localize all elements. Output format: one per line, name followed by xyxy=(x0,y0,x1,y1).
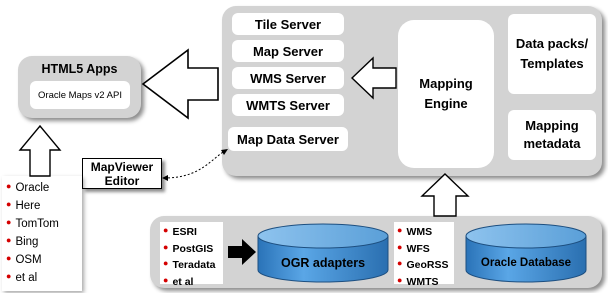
provider-item: ●et al xyxy=(6,271,38,284)
engine-left-arrow xyxy=(350,56,397,100)
protocol-label: GeoRSS xyxy=(406,259,449,271)
provider-item: ●Bing xyxy=(6,235,39,248)
source-item: ●PostGIS xyxy=(163,241,214,255)
source-label: PostGIS xyxy=(172,242,214,255)
protocol-item: ●WMTS xyxy=(397,274,439,288)
sources-box: ●ESRI ●PostGIS ●Teradata ●et al xyxy=(160,222,223,288)
html5-apps-title: HTML5 Apps xyxy=(41,62,118,76)
mapping-engine-line2: Engine xyxy=(424,96,468,111)
mapviewer-editor-line1: MapViewer xyxy=(90,160,154,174)
sources-up-arrow xyxy=(420,173,470,217)
protocol-label: WMTS xyxy=(406,275,439,288)
protocols-box: ●WMS ●WFS ●GeoRSS ●WMTS xyxy=(394,222,454,288)
editor-connector-head-end xyxy=(221,149,228,155)
data-packs-line1: Data packs/ xyxy=(515,36,589,51)
source-item: ●Teradata xyxy=(163,258,216,271)
provider-label: Here xyxy=(15,200,41,212)
source-label: Teradata xyxy=(172,259,216,271)
oracle-db-cylinder xyxy=(465,223,587,283)
maps-api-box: Oracle Maps v2 API xyxy=(30,81,130,109)
providers-up-arrow xyxy=(18,124,62,177)
editor-connector-head-start xyxy=(162,175,168,181)
source-item: ●ESRI xyxy=(163,225,197,238)
html5-apps-panel: HTML5 Apps Oracle Maps v2 API xyxy=(18,56,141,118)
sources-to-ogr-arrow xyxy=(228,239,256,265)
source-label: et al xyxy=(172,275,194,288)
provider-item: ●Here xyxy=(6,199,41,212)
protocol-item: ●GeoRSS xyxy=(397,258,449,271)
oracle-database-label: Oracle Database xyxy=(480,257,572,269)
wms-server-box: WMS Server xyxy=(232,67,344,89)
provider-label: OSM xyxy=(15,254,42,266)
provider-label: Bing xyxy=(15,236,39,248)
source-label: ESRI xyxy=(172,226,197,238)
mapping-metadata-line2: metadata xyxy=(523,136,581,151)
wms-server-label: WMS Server xyxy=(250,70,326,86)
protocol-label: WMS xyxy=(406,226,433,238)
provider-item: ●OSM xyxy=(6,253,42,266)
big-left-arrow xyxy=(141,48,219,120)
mapping-engine-line1: Mapping xyxy=(419,76,473,91)
protocol-item: ●WFS xyxy=(397,241,430,255)
mapping-engine-box: Mapping Engine xyxy=(398,20,494,168)
tile-server-box: Tile Server xyxy=(232,13,344,35)
data-packs-box: Data packs/ Templates xyxy=(508,14,596,94)
data-packs-line2: Templates xyxy=(520,56,584,71)
protocol-item: ●WMS xyxy=(397,225,433,238)
provider-item: ●TomTom xyxy=(6,217,59,230)
tile-server-label: Tile Server xyxy=(254,16,322,32)
providers-box: ●Oracle ●Here ●TomTom ●Bing ●OSM ●et al xyxy=(2,176,82,291)
provider-label: et al xyxy=(15,272,38,284)
editor-connector xyxy=(163,149,227,179)
map-server-box: Map Server xyxy=(232,40,344,62)
mapping-metadata-line1: Mapping xyxy=(525,118,579,133)
wmts-server-box: WMTS Server xyxy=(232,94,344,116)
wmts-server-label: WMTS Server xyxy=(246,97,330,113)
map-server-label: Map Server xyxy=(252,43,324,59)
provider-label: Oracle xyxy=(15,182,50,194)
map-data-server-label: Map Data Server xyxy=(237,131,339,147)
map-data-server-box: Map Data Server xyxy=(228,127,348,151)
provider-item: ●Oracle xyxy=(6,181,50,194)
source-item: ●et al xyxy=(163,274,194,288)
ogr-adapters-label: OGR adapters xyxy=(280,256,366,270)
maps-api-label: Oracle Maps v2 API xyxy=(38,89,122,101)
mapviewer-editor-box: MapViewer Editor xyxy=(82,158,162,189)
provider-label: TomTom xyxy=(15,218,59,230)
ogr-cylinder xyxy=(257,223,389,283)
mapping-metadata-box: Mapping metadata xyxy=(508,110,596,160)
protocol-label: WFS xyxy=(406,242,430,255)
mapviewer-editor-line2: Editor xyxy=(104,174,140,188)
